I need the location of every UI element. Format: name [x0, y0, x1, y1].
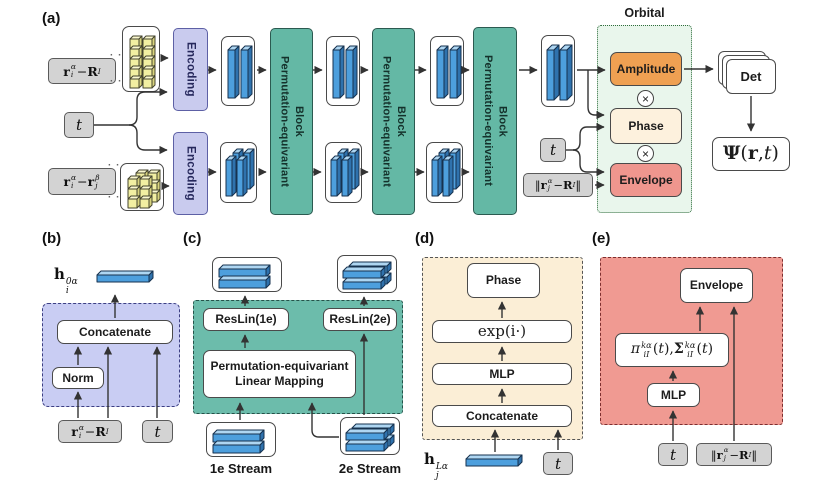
feature-blocks-2e-2 [426, 142, 463, 203]
pelm-label-line2: Linear Mapping [235, 374, 324, 388]
encoding-label: Encoding [184, 42, 197, 97]
mlp-box-e: MLP [647, 383, 700, 407]
time-input-box: t [64, 112, 94, 138]
amplitude-box: Amplitude [610, 52, 682, 86]
time-input-box-orbital: t [540, 138, 566, 162]
time-input-box-e: t [658, 443, 688, 466]
pe-block-3: Permutation-equivariant Block [473, 27, 517, 215]
panel-c-label: (c) [183, 230, 202, 247]
encoding-block-1e: Encoding [173, 28, 208, 111]
reslin-1e-box: ResLin(1e) [203, 308, 289, 331]
pe-block-1: Permutation-equivariant Block [270, 28, 313, 215]
exp-box: exp(i·) [432, 320, 572, 343]
encoding-block-2e: Encoding [173, 132, 208, 215]
envelope-output-box: Envelope [680, 268, 753, 303]
time-input-box-b: t [142, 420, 173, 443]
output-blocks-2e [337, 255, 397, 293]
pe-block-label-line1: Permutation-equivariant [482, 55, 494, 187]
orbital-title: Orbital [624, 6, 665, 20]
embedding-blocks-elec-elec [120, 163, 164, 211]
mlp-box-d: MLP [432, 363, 572, 385]
envelope-box: Envelope [610, 163, 682, 197]
stream-blocks-2e [340, 417, 400, 455]
concat-group [42, 303, 180, 407]
pe-block-label-line2: Block [394, 106, 407, 137]
feature-blocks-2e-0 [220, 142, 257, 203]
feature-blocks-2e-1 [325, 142, 362, 203]
multiply-icon: × [637, 90, 654, 107]
feature-blocks-1e-2 [430, 36, 464, 106]
reslin-2e-box: ResLin(2e) [323, 308, 397, 331]
h-final-block [463, 452, 525, 469]
embedding-blocks-elec-nuc [122, 26, 160, 92]
pe-linear-mapping-box: Permutation-equivariant Linear Mapping [203, 350, 356, 398]
pe-block-label-line1: Permutation-equivariant [278, 55, 291, 188]
det-box: Det [726, 59, 776, 94]
concatenate-box-d: Concatenate [432, 405, 572, 427]
pelm-label-line1: Permutation-equivariant [210, 359, 349, 373]
pe-block-2: Permutation-equivariant Block [372, 28, 415, 215]
ellipsis-dots: · · [110, 76, 123, 87]
phase-box: Phase [610, 108, 682, 144]
ellipsis-dots: · · [110, 50, 123, 61]
time-input-box-d: t [543, 452, 573, 475]
panel-b-label: (b) [42, 230, 62, 247]
panel-e-label: (e) [592, 230, 611, 247]
feature-blocks-1e-1 [326, 36, 360, 106]
norm-box: Norm [52, 367, 104, 389]
feature-blocks-final [541, 35, 575, 107]
multiply-icon: × [637, 145, 654, 162]
stream-blocks-1e [206, 422, 276, 457]
stream-2e-label: 2e Stream [338, 461, 402, 476]
det-stack: Det [718, 51, 778, 96]
pe-block-label-line2: Block [292, 106, 305, 137]
panel-a-label: (a) [42, 10, 61, 27]
ellipsis-dots: · · [108, 192, 121, 203]
encoding-label: Encoding [184, 146, 197, 201]
pe-block-label-line1: Permutation-equivariant [380, 55, 393, 188]
pe-block-label-line2: Block [496, 105, 509, 137]
feature-blocks-1e-0 [221, 36, 255, 106]
h-initial-block [94, 268, 156, 285]
concatenate-box: Concatenate [57, 320, 173, 344]
ellipsis-dots: · · [108, 160, 121, 171]
panel-d-label: (d) [415, 230, 435, 247]
phase-output-box: Phase [467, 263, 540, 298]
wavefunction-output-box: Ψ(r, t) [712, 137, 790, 171]
stream-1e-label: 1e Stream [209, 461, 273, 476]
output-blocks-1e [212, 257, 282, 292]
